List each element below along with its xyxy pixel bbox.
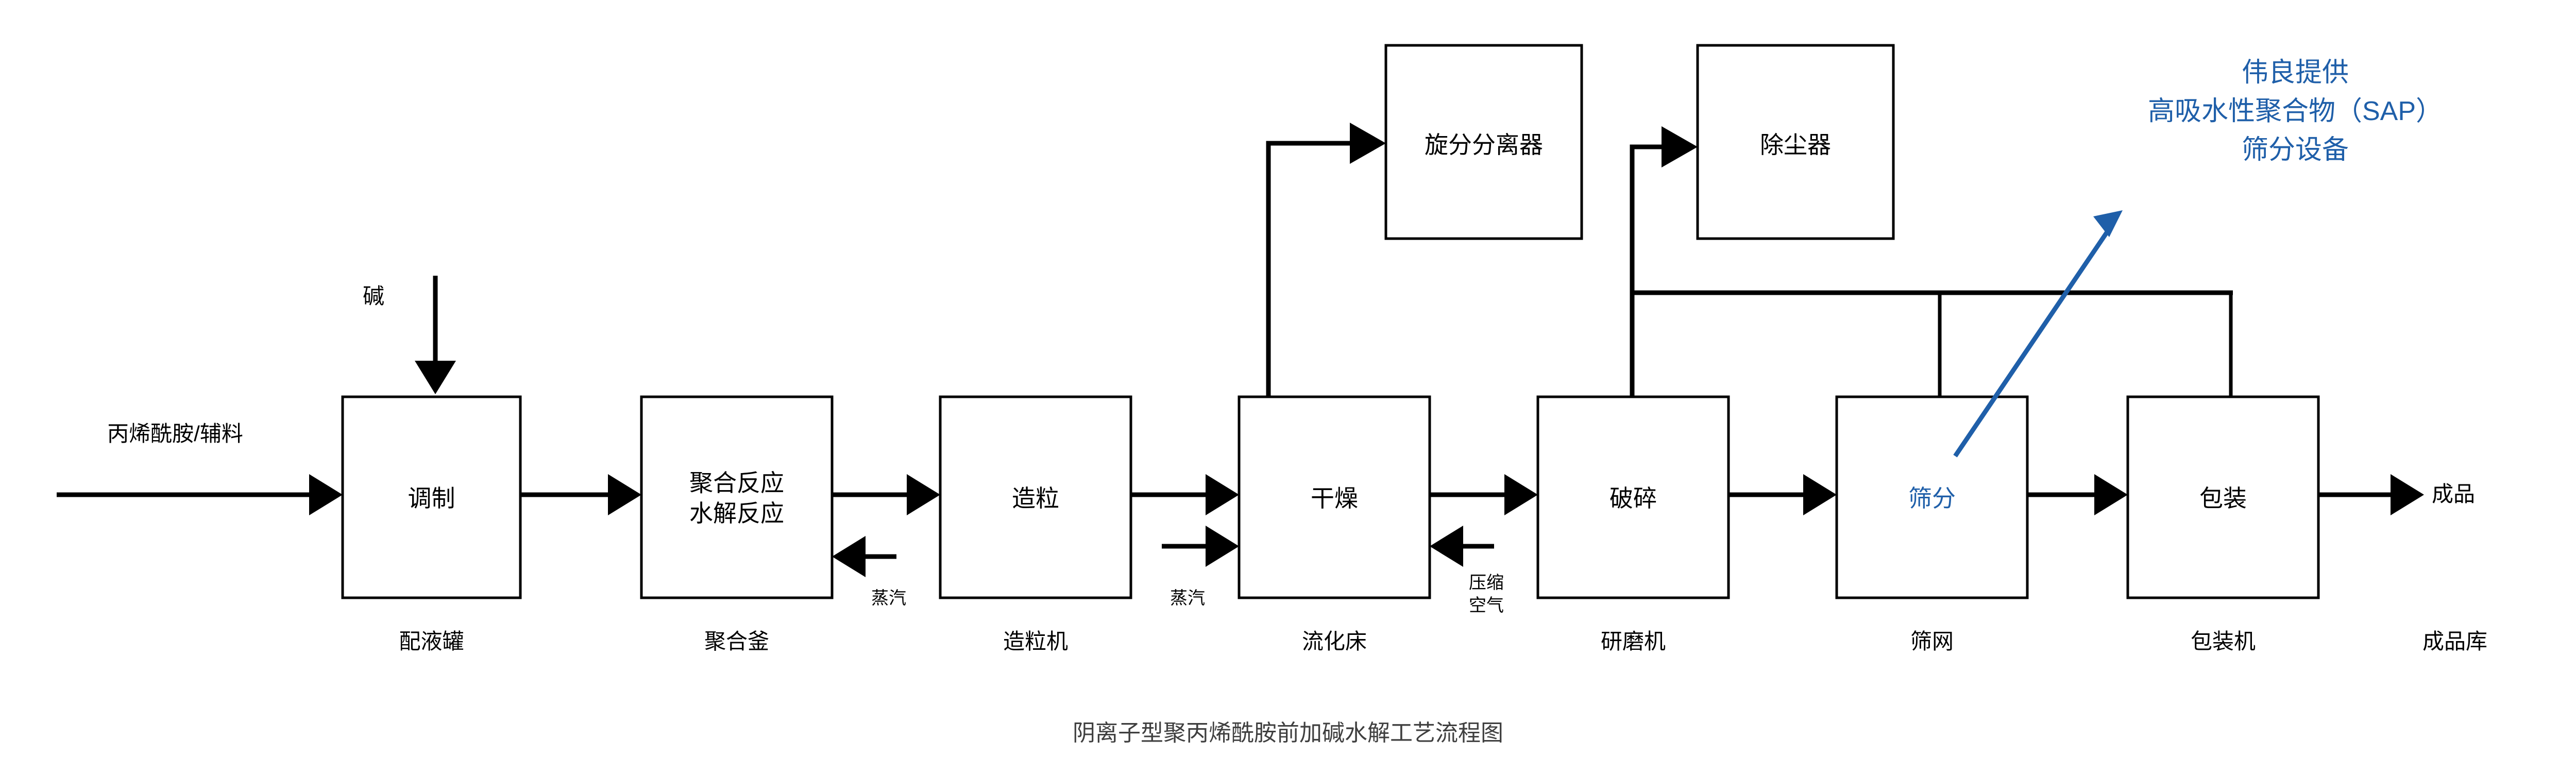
unit-label-tiaozhi: 调制 bbox=[408, 485, 455, 512]
unit-box-cyclone[interactable] bbox=[1384, 44, 1583, 240]
stream-label-feed: 丙烯酰胺/辅料 bbox=[107, 422, 243, 446]
arrow-steam-to-juhe bbox=[832, 536, 896, 577]
callout-line-3: 筛分设备 bbox=[2241, 135, 2349, 165]
unit-box-shaifen[interactable] bbox=[1835, 395, 2029, 599]
equipment-name-baozhuangji: 包装机 bbox=[2190, 629, 2256, 653]
unit-label-ganzao: 干燥 bbox=[1311, 485, 1358, 512]
stream-label-steam-dryer: 蒸汽 bbox=[1170, 589, 1205, 608]
stream-label-alkali: 碱 bbox=[362, 284, 384, 308]
unit-box-baozhuang[interactable] bbox=[2126, 395, 2320, 599]
arrow-steam-to-ganzao bbox=[1162, 526, 1239, 567]
figure-title: 阴离子型聚丙烯酰胺前加碱水解工艺流程图 bbox=[1073, 720, 1503, 746]
unit-box-posui[interactable] bbox=[1536, 395, 1730, 599]
arrow-shaifen-to-baozhuang bbox=[2027, 474, 2128, 515]
duct-manifold-header bbox=[1630, 290, 2233, 398]
arrow-baozhuang-to-product bbox=[2318, 474, 2424, 515]
unit-label-zaoli: 造粒 bbox=[1012, 485, 1059, 512]
arrow-feed-to-tiaozhi bbox=[57, 474, 343, 515]
stream-label-compressed-air: 压缩 空气 bbox=[1469, 573, 1504, 615]
equipment-name-chengpinku: 成品库 bbox=[2422, 629, 2487, 653]
arrow-compressed-air-to-ganzao bbox=[1430, 526, 1494, 567]
unit-label-dust-collector: 除尘器 bbox=[1760, 131, 1831, 158]
equipment-name-zaolijiChina: 造粒机 bbox=[1003, 629, 1068, 653]
unit-label-baozhuang: 包装 bbox=[2199, 485, 2247, 512]
arrow-juhe-to-zaoli bbox=[832, 474, 940, 515]
equipment-name-juhefu: 聚合釜 bbox=[704, 629, 769, 653]
stream-label-steam-polymerizer: 蒸汽 bbox=[871, 589, 906, 608]
unit-box-juhe[interactable] bbox=[640, 395, 834, 599]
equipment-name-peiyeguan: 配液罐 bbox=[399, 629, 464, 653]
unit-label-posui: 破碎 bbox=[1609, 485, 1657, 512]
unit-label-juhe: 聚合反应 水解反应 bbox=[689, 469, 784, 527]
unit-box-zaoli[interactable] bbox=[939, 395, 1132, 599]
equipment-name-yanmoji: 研磨机 bbox=[1600, 629, 1666, 653]
arrow-alkali-to-tiaozhi bbox=[415, 276, 456, 394]
callout-arrow-to-shaifen bbox=[1953, 210, 2123, 458]
arrow-zaoli-to-ganzao bbox=[1131, 474, 1239, 515]
arrow-tiaozhi-to-juhe bbox=[520, 474, 641, 515]
arrow-posui-to-shaifen bbox=[1728, 474, 1837, 515]
unit-box-tiaozhi[interactable] bbox=[341, 395, 522, 599]
unit-box-ganzao[interactable] bbox=[1238, 395, 1431, 599]
duct-ganzao-to-cyclone bbox=[1266, 123, 1386, 397]
equipment-name-shaiwang: 筛网 bbox=[1910, 629, 1954, 653]
unit-box-dust-collector[interactable] bbox=[1696, 44, 1895, 240]
stream-label-product: 成品 bbox=[2432, 482, 2476, 506]
arrow-ganzao-to-posui bbox=[1430, 474, 1538, 515]
unit-label-cyclone: 旋分分离器 bbox=[1425, 131, 1543, 158]
callout-line-1: 伟良提供 bbox=[2241, 58, 2349, 88]
duct-posui-to-dust-collector bbox=[1630, 126, 1698, 397]
callout-line-2: 高吸水性聚合物（SAP） bbox=[2147, 96, 2443, 126]
unit-label-shaifen: 筛分 bbox=[1908, 485, 1956, 512]
equipment-name-liuhuachuang: 流化床 bbox=[1301, 629, 1367, 653]
